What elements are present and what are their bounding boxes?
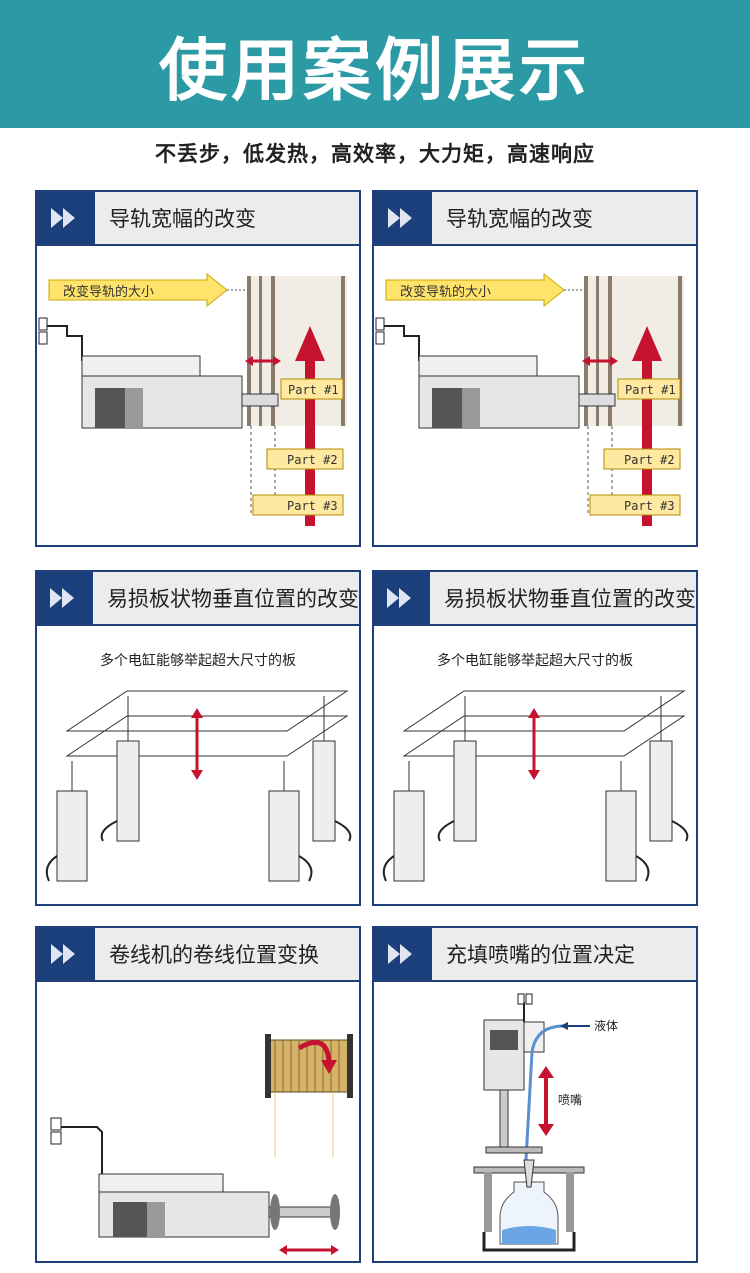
play-arrow-icon	[37, 192, 95, 244]
case-card-winding-machine: 卷线机的卷线位置变换	[35, 926, 361, 1263]
card-title: 充填喷嘴的位置决定	[446, 943, 635, 967]
nozzle-label: 喷嘴	[558, 1093, 582, 1107]
play-arrow-icon	[37, 572, 93, 624]
case-card-plate-lift-2: 易损板状物垂直位置的改变 多个电缸能够举起超大尺寸的板	[372, 570, 698, 906]
case-card-rail-width-2: 导轨宽幅的改变 改变导轨的大小	[372, 190, 698, 547]
card-header: 充填喷嘴的位置决定	[374, 928, 696, 982]
card-header: 导轨宽幅的改变	[374, 192, 696, 246]
header-banner: 使用案例展示	[0, 0, 750, 128]
part-label-1: Part #1	[625, 383, 676, 397]
diagram-caption: 多个电缸能够举起超大尺寸的板	[100, 653, 296, 669]
card-header: 卷线机的卷线位置变换	[37, 928, 359, 982]
fill-nozzle-diagram: 液体 喷嘴	[374, 982, 696, 1261]
feature-subtitle: 不丢步，低发热，高效率，大力矩，高速响应	[155, 142, 595, 166]
card-title: 卷线机的卷线位置变换	[109, 943, 319, 967]
part-label-2: Part #2	[287, 453, 338, 467]
page-title: 使用案例展示	[158, 31, 591, 111]
callout-label: 改变导轨的大小	[400, 284, 491, 300]
play-arrow-icon	[37, 928, 95, 980]
plate-lift-diagram: 多个电缸能够举起超大尺寸的板	[37, 626, 359, 904]
play-arrow-icon	[374, 928, 432, 980]
case-card-fill-nozzle: 充填喷嘴的位置决定 液体 喷嘴	[372, 926, 698, 1263]
play-arrow-icon	[374, 572, 430, 624]
diagram-caption: 多个电缸能够举起超大尺寸的板	[437, 653, 633, 669]
card-header: 易损板状物垂直位置的改变	[37, 572, 359, 626]
part-label-2: Part #2	[624, 453, 675, 467]
rail-width-diagram: 改变导轨的大小 Part #1 Part #2 Part #3	[374, 246, 696, 545]
card-title: 易损板状物垂直位置的改变	[107, 587, 359, 611]
case-card-plate-lift-1: 易损板状物垂直位置的改变 多个电缸能够举起超大尺寸的板	[35, 570, 361, 906]
winding-diagram	[37, 982, 359, 1261]
part-label-3: Part #3	[287, 499, 338, 513]
card-title: 导轨宽幅的改变	[446, 207, 593, 231]
card-header: 易损板状物垂直位置的改变	[374, 572, 696, 626]
play-arrow-icon	[374, 192, 432, 244]
part-label-3: Part #3	[624, 499, 675, 513]
liquid-label: 液体	[594, 1018, 618, 1033]
card-title: 易损板状物垂直位置的改变	[444, 587, 696, 611]
plate-lift-diagram: 多个电缸能够举起超大尺寸的板	[374, 626, 696, 904]
card-header: 导轨宽幅的改变	[37, 192, 359, 246]
case-card-rail-width-1: 导轨宽幅的改变 改变导轨的大小	[35, 190, 361, 547]
callout-label: 改变导轨的大小	[63, 284, 154, 300]
rail-width-diagram: 改变导轨的大小 Part #1 Part #2 Part #3	[37, 246, 359, 545]
card-title: 导轨宽幅的改变	[109, 207, 256, 231]
part-label-1: Part #1	[288, 383, 339, 397]
